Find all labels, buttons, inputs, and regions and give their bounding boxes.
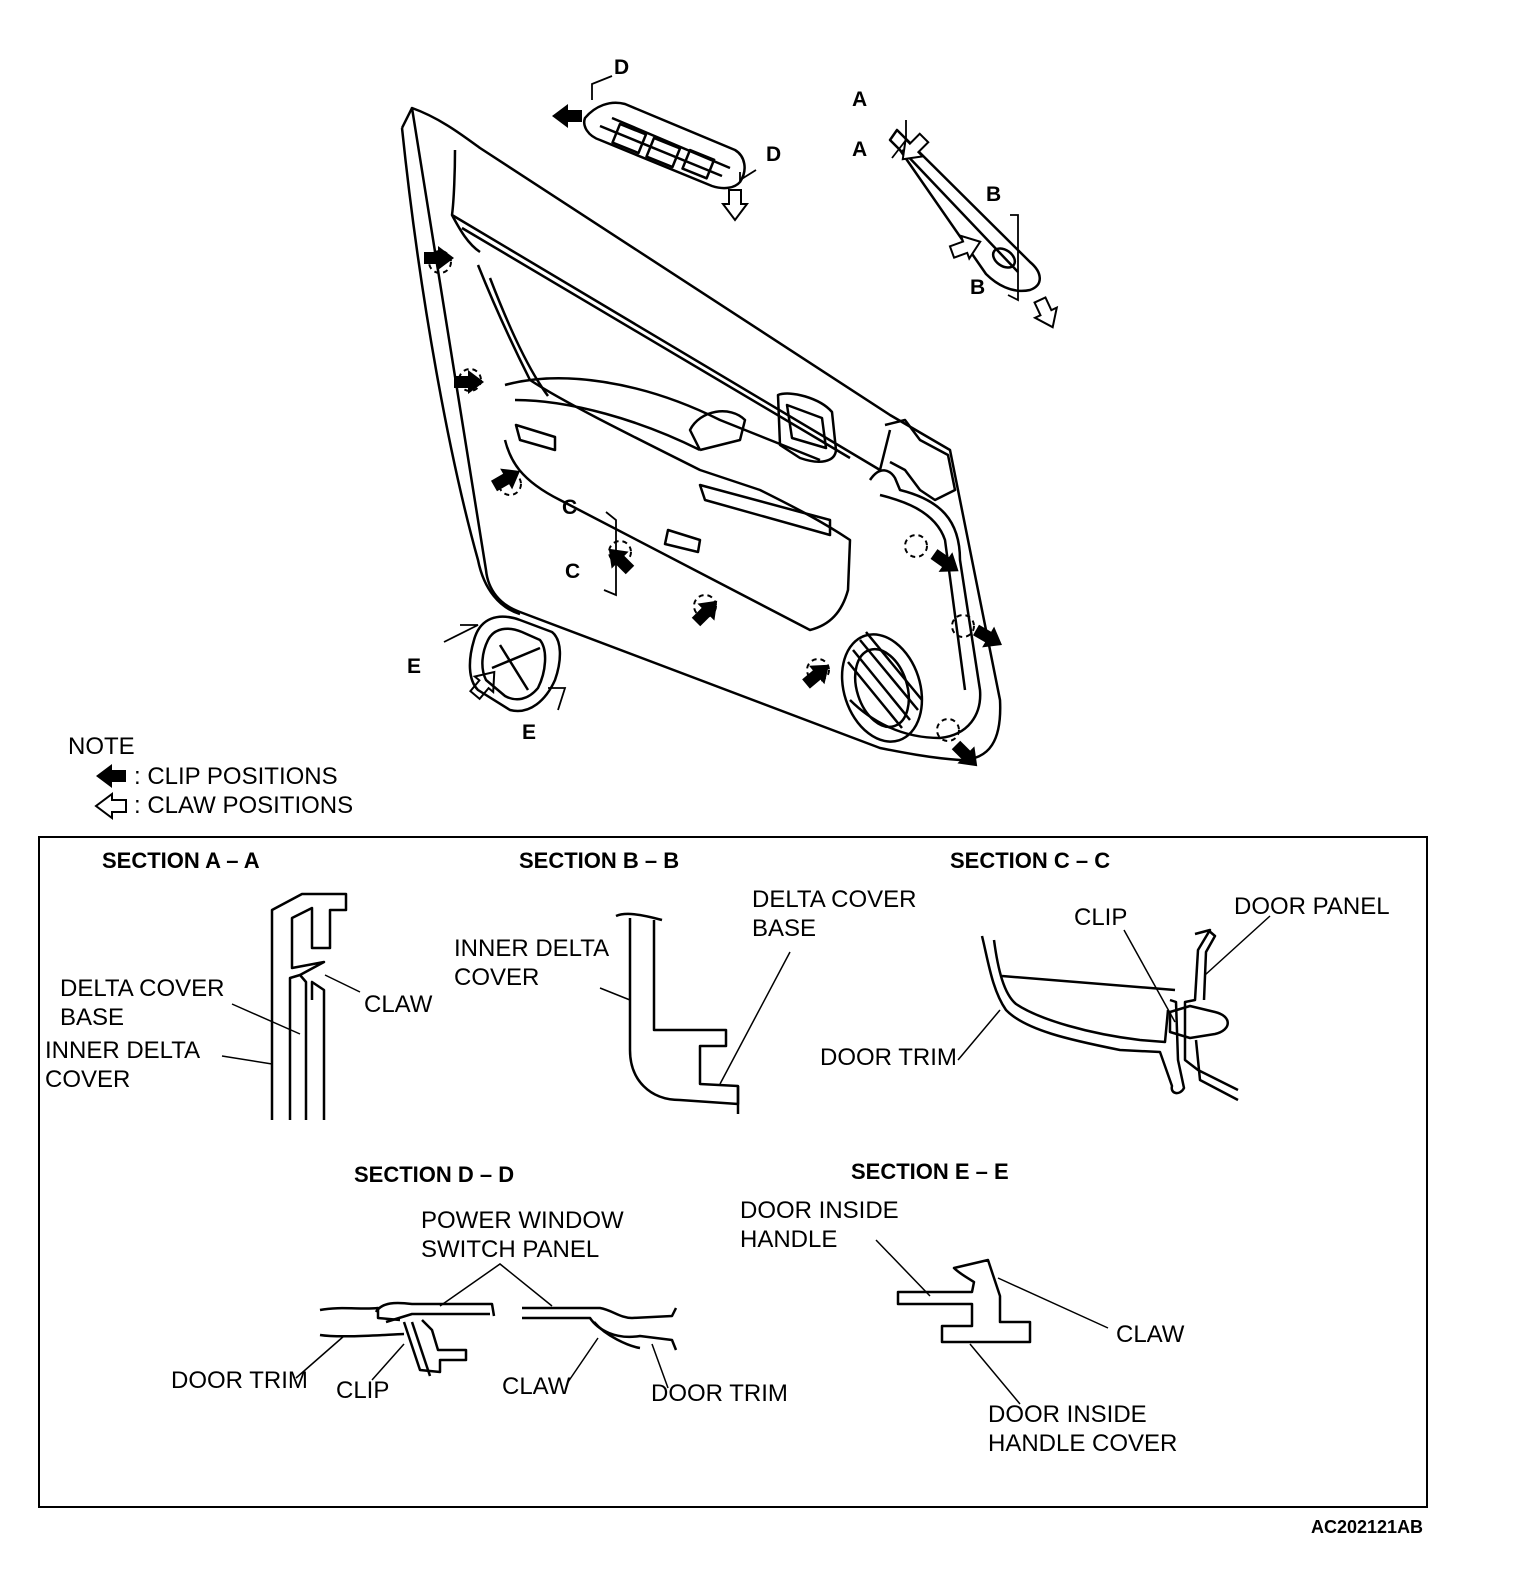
section-cc-drawing [980, 928, 1239, 1102]
claw-legend-label: : CLAW POSITIONS [134, 792, 354, 819]
section-bb-inner-delta-cover-label: INNER DELTA COVER [454, 935, 610, 991]
callout-a-upper: A [852, 88, 868, 111]
section-aa-title: SECTION A – A [102, 848, 260, 873]
section-dd-door-trim-left-label: DOOR TRIM [171, 1367, 308, 1394]
claw-arrows [464, 128, 1065, 704]
callout-c-lower: C [565, 560, 581, 583]
clip-legend-label: : CLIP POSITIONS [134, 763, 338, 790]
section-dd-drawing [319, 1301, 678, 1377]
section-dd-power-window-switch-panel-label: POWER WINDOW SWITCH PANEL [421, 1207, 624, 1263]
section-aa-leaders [221, 974, 361, 1065]
door-trim-panel [400, 106, 1002, 762]
section-aa-claw-label: CLAW [364, 991, 433, 1018]
section-cc-door-panel-label: DOOR PANEL [1234, 893, 1390, 920]
delta-cover [888, 128, 1041, 293]
section-ee-title: SECTION E – E [851, 1159, 1009, 1184]
callout-e-right: E [522, 721, 537, 744]
clip-legend-icon [96, 764, 126, 788]
claw-legend-icon [95, 793, 127, 819]
section-bb-delta-cover-base-label: DELTA COVER BASE [752, 886, 917, 942]
section-ee-door-inside-handle-label: DOOR INSIDE HANDLE [740, 1197, 899, 1253]
section-c-cut-lines [603, 511, 617, 597]
section-d-cut-lines [591, 75, 757, 182]
section-ee-leaders [875, 1239, 1109, 1405]
callout-e-left: E [407, 655, 422, 678]
callout-b-lower: B [970, 276, 986, 299]
door-inside-handle-cover [468, 615, 562, 713]
section-dd-leaders [295, 1263, 669, 1389]
section-aa-inner-delta-cover-label: INNER DELTA COVER [45, 1037, 201, 1093]
section-cc-clip-label: CLIP [1074, 904, 1128, 931]
callout-d-lower: D [766, 143, 782, 166]
section-aa-drawing [270, 892, 348, 1120]
section-ee-claw-label: CLAW [1116, 1321, 1185, 1348]
section-ee-door-inside-handle-cover-label: DOOR INSIDE HANDLE COVER [988, 1401, 1178, 1457]
section-cc-door-trim-label: DOOR TRIM [820, 1044, 957, 1071]
section-ee-drawing [896, 1258, 1032, 1344]
figure-id: AC202121AB [1311, 1517, 1424, 1537]
section-dd-title: SECTION D – D [354, 1162, 515, 1187]
section-bb-title: SECTION B – B [519, 848, 680, 873]
section-e-cut-lines [443, 624, 567, 711]
section-dd-clip-label: CLIP [336, 1377, 390, 1404]
clip-position-circles [428, 250, 975, 742]
section-aa-delta-cover-base-label: DELTA COVER BASE [60, 975, 225, 1031]
sections-frame [38, 836, 1428, 1508]
section-dd-door-trim-right-label: DOOR TRIM [651, 1380, 788, 1407]
power-window-switch-panel [583, 101, 746, 190]
callout-b-upper: B [986, 183, 1002, 206]
section-dd-claw-label: CLAW [502, 1373, 571, 1400]
section-cc-title: SECTION C – C [950, 848, 1111, 873]
callout-d-upper: D [614, 56, 630, 79]
section-bb-leaders [599, 951, 791, 1085]
callout-c-upper: C [562, 496, 578, 519]
section-cc-leaders [957, 915, 1271, 1061]
callout-a-lower: A [852, 138, 868, 161]
section-bb-drawing [615, 912, 740, 1114]
note-title: NOTE [68, 733, 135, 760]
